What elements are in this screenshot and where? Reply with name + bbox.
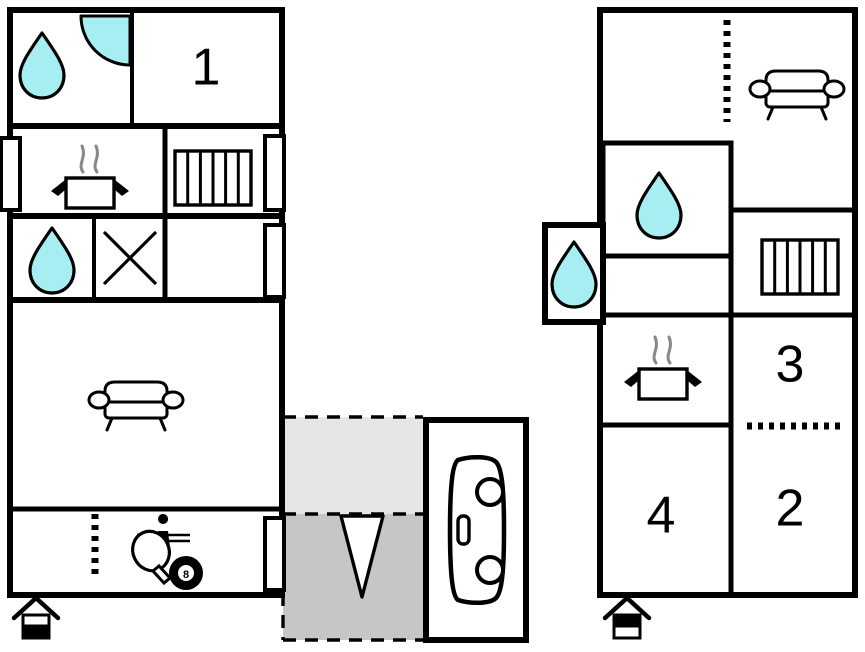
cross-icon [102,230,158,286]
room-number-4: 4 [647,487,676,545]
car-icon [450,457,504,603]
house-entrance-icon [605,598,649,638]
shower-quarter-circle-icon [79,14,132,67]
left-building: 1 [0,7,286,638]
room-number-3: 3 [776,336,805,394]
svg-text:8: 8 [183,569,189,581]
stairs-icon [760,238,840,296]
carport [423,417,529,643]
window [263,134,286,212]
window [0,136,22,212]
house-entrance-icon [14,598,58,638]
table-tennis-paddle-icon [131,529,173,586]
terrace-light-zone [283,417,423,514]
stairs-icon [173,149,253,207]
room-number-2: 2 [776,480,805,538]
window [263,223,286,299]
room-number-1: 1 [192,39,221,97]
right-building: 3 2 4 [542,7,858,638]
window [263,516,286,592]
eight-ball-icon: 8 [169,556,203,590]
left-building-interior-walls [10,10,282,512]
parasol-triangle-icon [339,514,385,599]
right-building-interior-walls [600,140,855,595]
